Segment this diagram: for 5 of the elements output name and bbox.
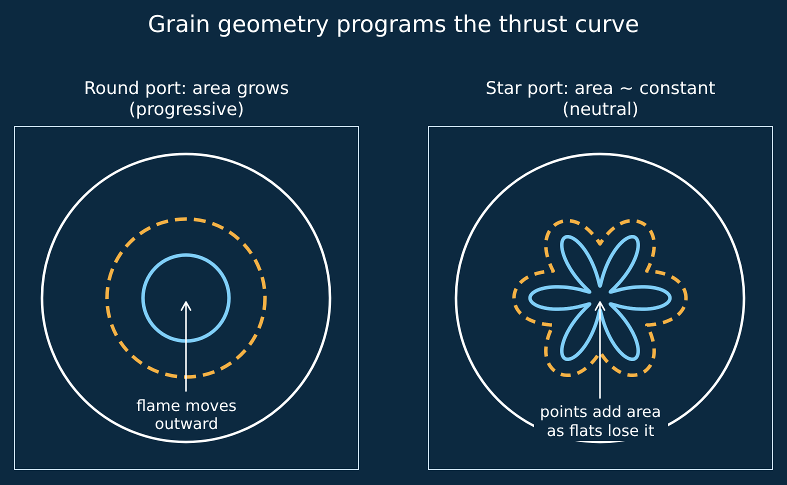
annotation-text: points add area as flats lose it (534, 403, 668, 441)
panel-heading: Star port: area ~ constant (neutral) (484, 79, 716, 121)
annotation-text: flame moves outward (135, 397, 238, 433)
diagram-title: Grain geometry programs the thrust curve (148, 11, 640, 39)
panel-heading: Round port: area grows (progressive) (83, 79, 290, 121)
